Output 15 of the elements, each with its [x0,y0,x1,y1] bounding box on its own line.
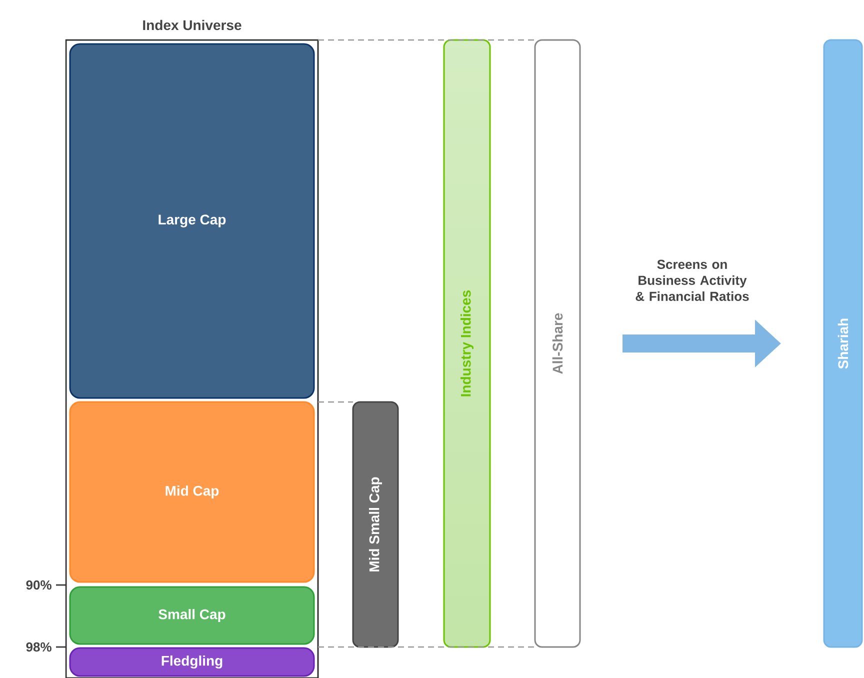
index-bar: Shariah [823,39,863,648]
node-label: Index Universe [143,20,242,30]
index-bar: All-Share [534,39,581,648]
index-bar: Industry Indices [443,39,491,648]
percent-label: 90% [26,580,52,590]
segment-box: Mid Cap [69,401,315,583]
guide-line [318,39,535,41]
segment-box: Small Cap [69,586,315,645]
index-bar: Mid Small Cap [352,401,399,648]
guide-line [318,401,353,403]
segment-box: Large Cap [69,43,315,399]
segment-box: Fledgling [69,647,315,677]
percent-label: 98% [26,642,52,652]
guide-line [318,646,535,648]
edge-label: Screens on Business Activity & Financial Ratios [636,260,749,301]
